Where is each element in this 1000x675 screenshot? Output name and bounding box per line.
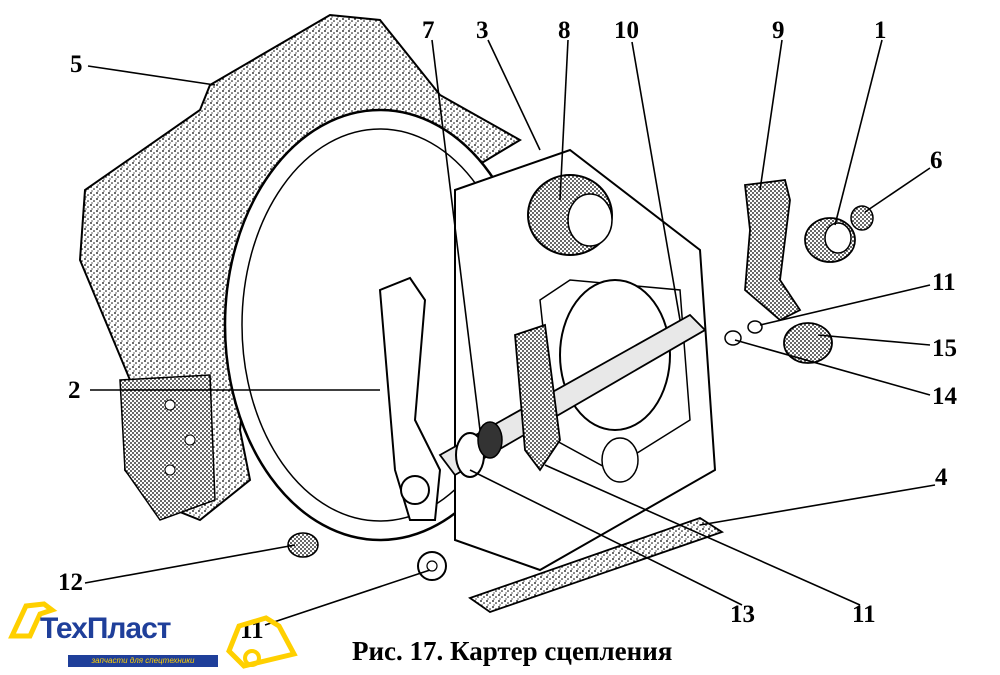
callout-2: 2 xyxy=(68,377,81,404)
cap-disc xyxy=(783,322,833,364)
bushing xyxy=(804,217,856,263)
callout-7: 7 xyxy=(422,17,435,44)
callout-9: 9 xyxy=(772,17,785,44)
release-fork xyxy=(514,323,561,472)
logo-part-1: Тех xyxy=(40,612,88,645)
callout-11-top: 11 xyxy=(932,269,956,296)
clutch-lever xyxy=(378,276,442,521)
bolt xyxy=(724,320,763,346)
callout-15: 15 xyxy=(932,335,957,362)
callout-10: 10 xyxy=(614,17,639,44)
callout-13: 13 xyxy=(730,601,755,628)
loader-icon xyxy=(226,615,298,669)
nut xyxy=(850,205,874,231)
callout-8: 8 xyxy=(558,17,571,44)
separate-fork xyxy=(744,179,802,322)
release-bearing xyxy=(527,174,613,256)
logo-part-2: Пласт xyxy=(86,612,172,645)
excavator-arm-icon xyxy=(8,601,58,639)
logo-tagline: запчасти для спецтехники xyxy=(68,655,218,667)
figure-caption: Рис. 17. Картер сцепления xyxy=(352,636,673,666)
callout-6: 6 xyxy=(930,147,943,174)
leader-lines xyxy=(84,39,936,626)
plug xyxy=(287,532,319,558)
callout-11-bottom: 11 xyxy=(852,601,876,628)
bottom-plate xyxy=(468,517,725,614)
callout-5: 5 xyxy=(70,51,83,78)
callout-12: 12 xyxy=(58,569,83,596)
logo-wordmark: ТехПласт xyxy=(40,612,171,646)
washer xyxy=(417,551,447,581)
release-shaft xyxy=(438,313,707,478)
callout-1: 1 xyxy=(874,17,887,44)
company-logo xyxy=(8,601,298,669)
callout-14: 14 xyxy=(932,383,958,410)
callout-3: 3 xyxy=(476,17,489,44)
callout-4: 4 xyxy=(935,464,948,491)
